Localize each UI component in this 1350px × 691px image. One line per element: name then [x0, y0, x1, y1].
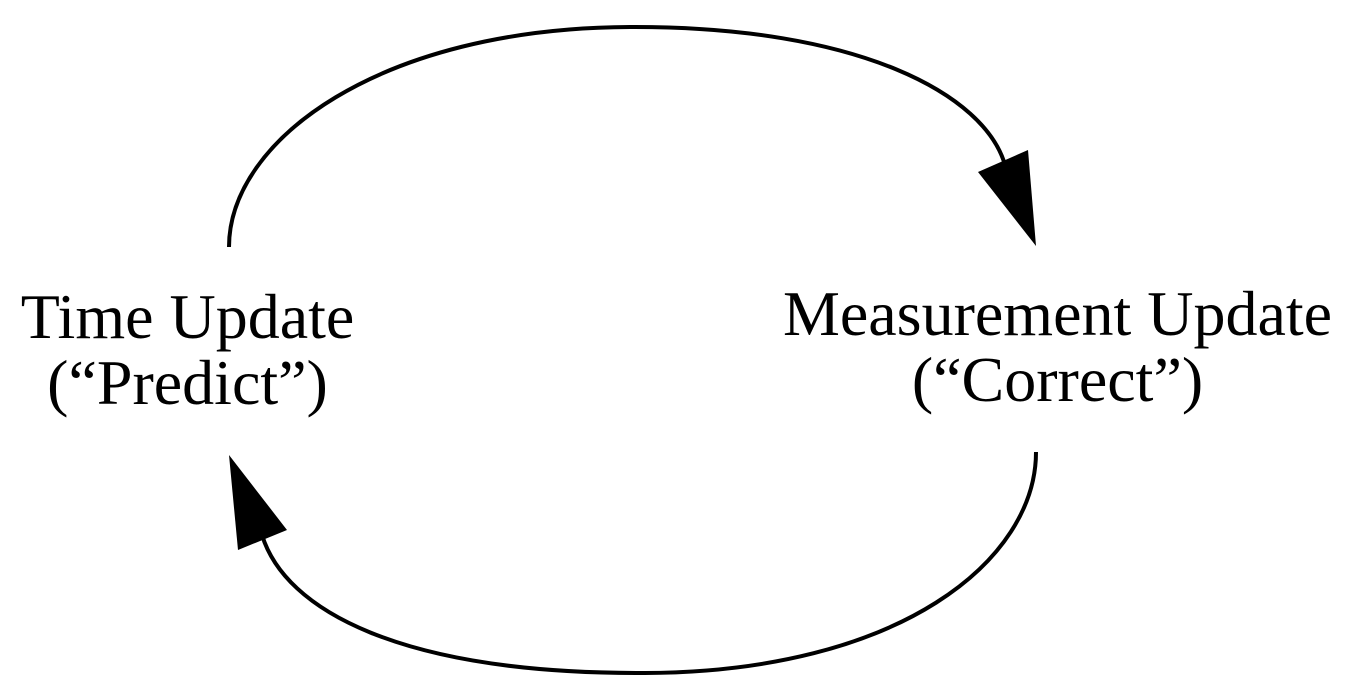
node-time-update: Time Update (“Predict”) [0, 284, 375, 416]
node-title: Time Update [20, 281, 355, 352]
node-subtitle: (“Correct”) [911, 344, 1204, 415]
arrowhead-measurement [978, 150, 1036, 246]
edge-measurement-to-time [260, 451, 1038, 676]
node-title: Measurement Update [782, 278, 1333, 349]
node-subtitle: (“Predict”) [47, 347, 328, 418]
arrowhead-time [229, 455, 287, 550]
edge-time-to-measurement [227, 24, 1007, 248]
node-measurement-update: Measurement Update (“Correct”) [765, 281, 1350, 413]
